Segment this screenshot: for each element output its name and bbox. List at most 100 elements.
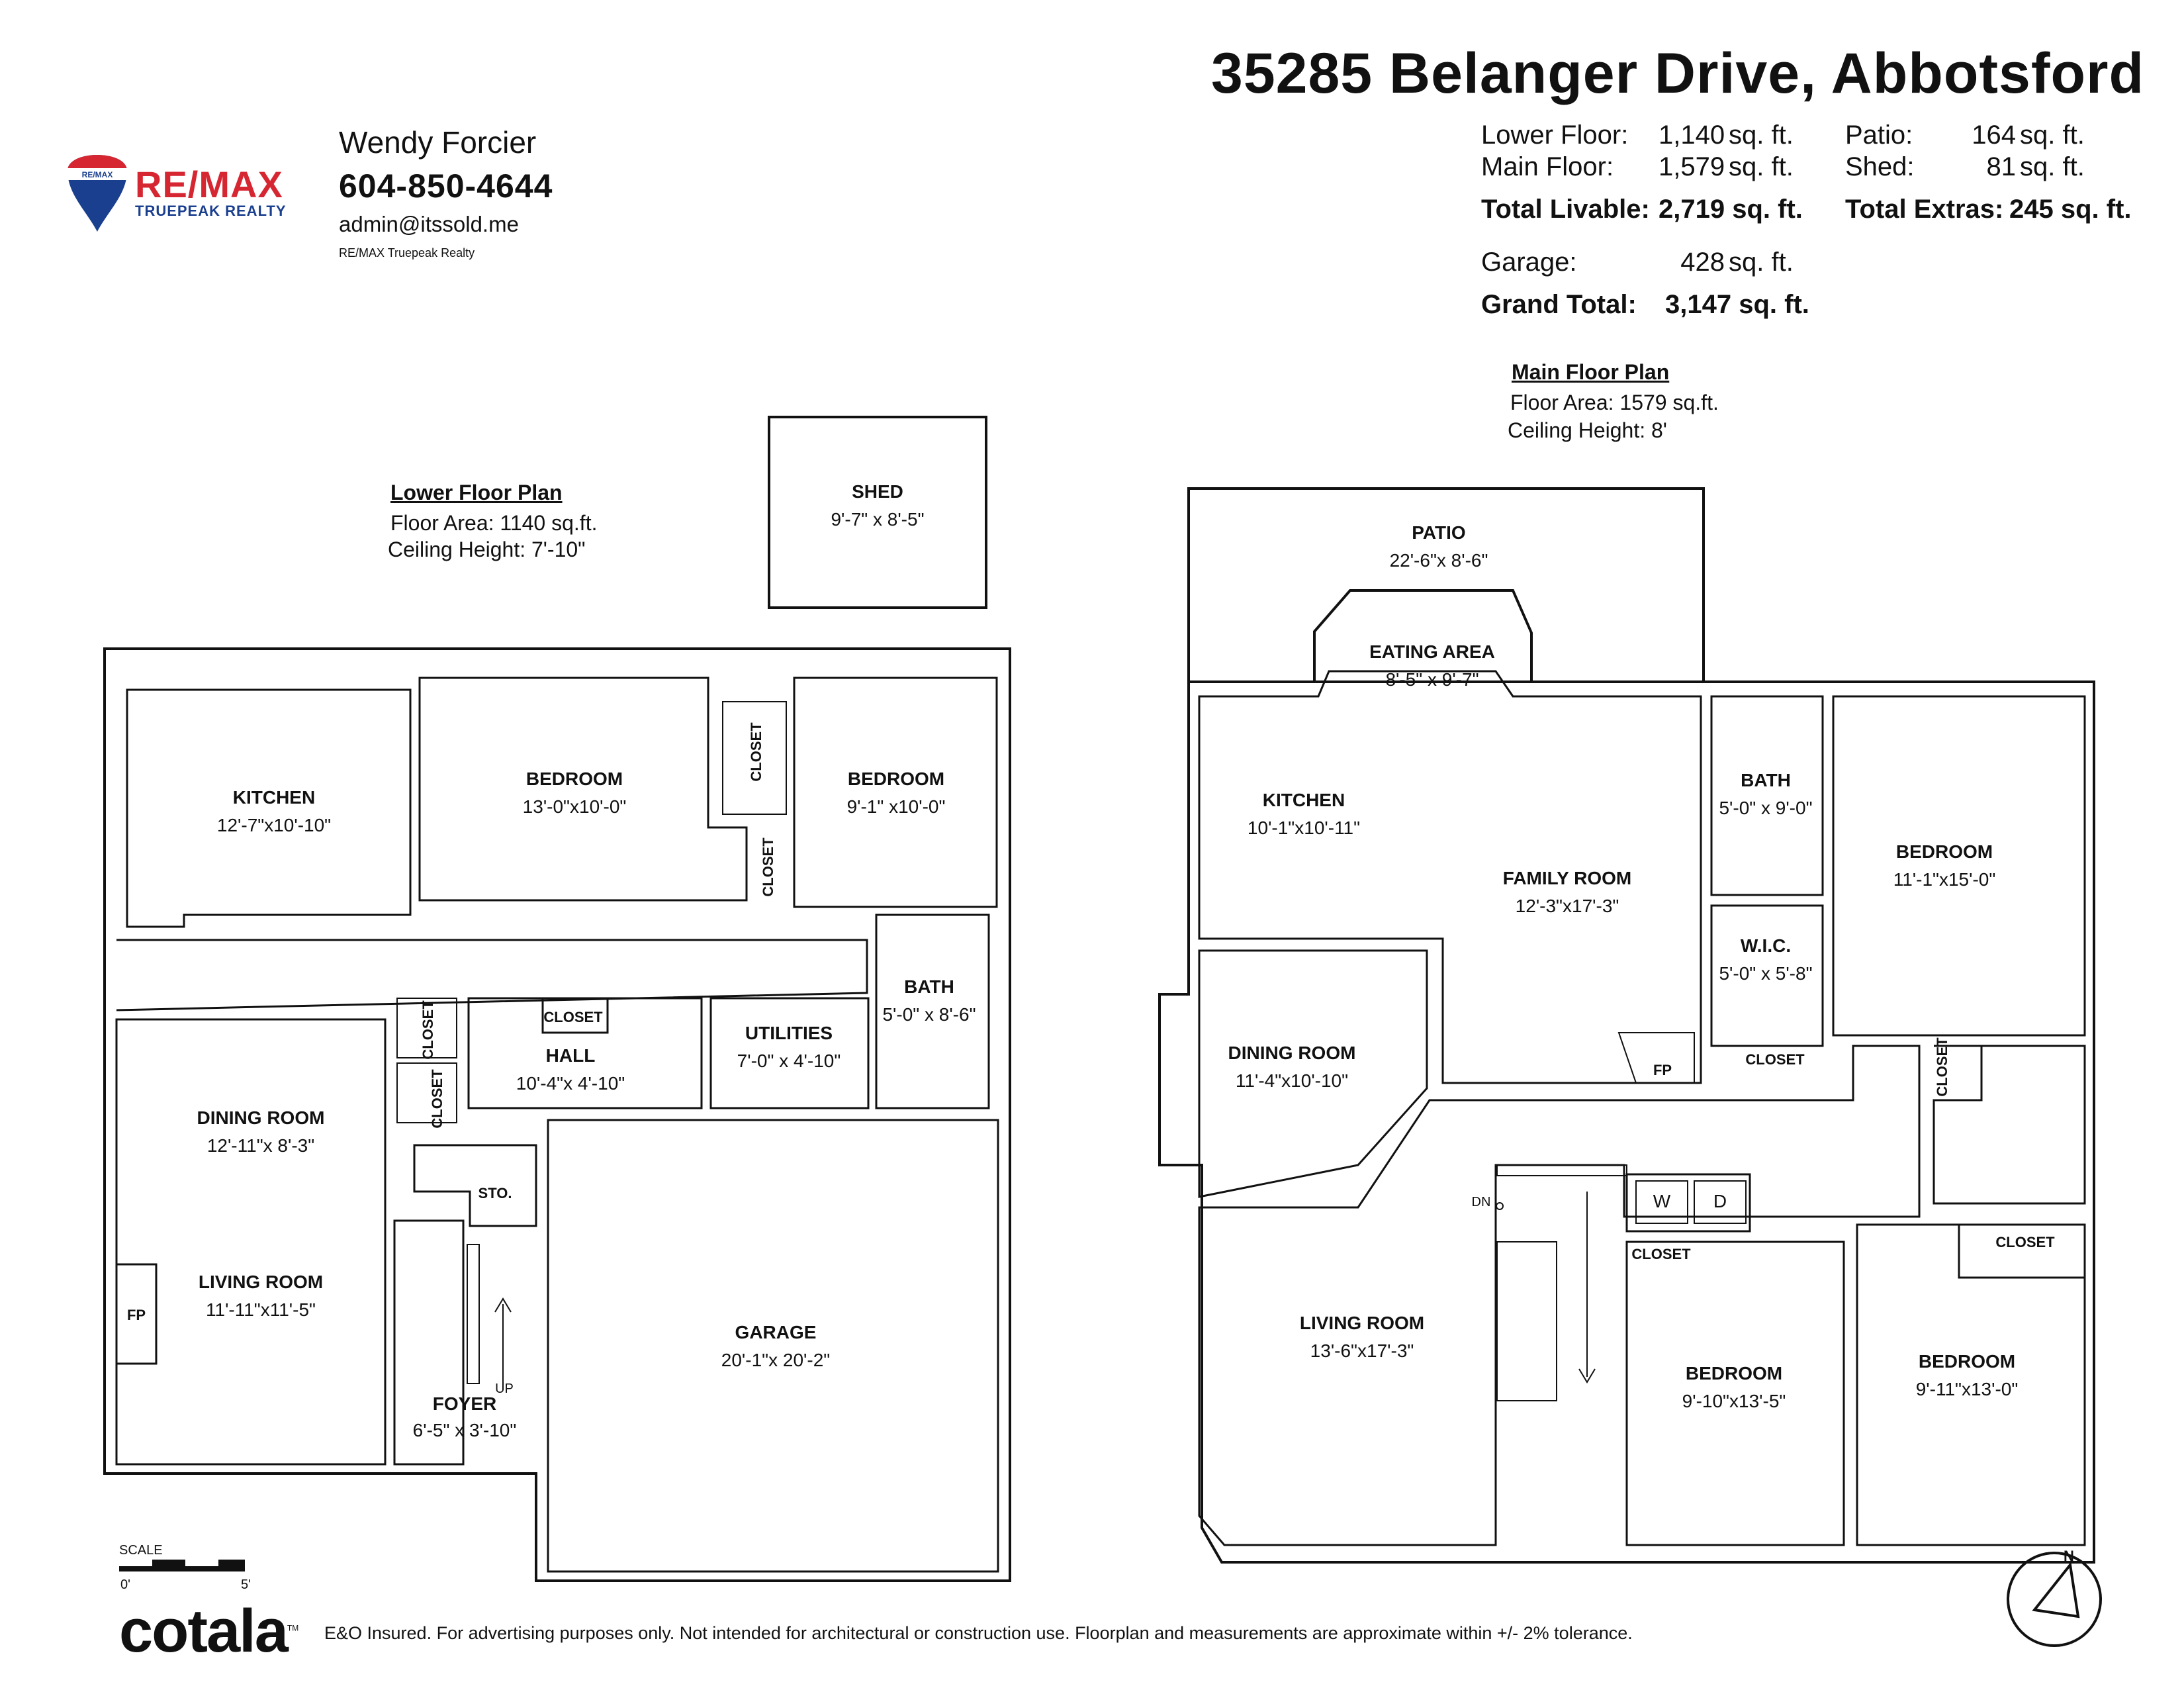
lower-hall-walls	[467, 997, 703, 1109]
main-plan-heading: Main Floor Plan	[1512, 360, 1670, 384]
lower-bedroom1-walls	[418, 677, 748, 902]
stat-main-unit: sq. ft.	[1729, 152, 1794, 181]
lower-fireplace	[116, 1263, 158, 1365]
label-main-eating: EATING AREA	[1369, 641, 1495, 662]
dim-main-bedroom2: 9'-10"x13'-5"	[1682, 1391, 1786, 1411]
dim-main-family: 12'-3"x17'-3"	[1516, 896, 1619, 916]
remax-logo: RE/MAX RE/MAX TRUEPEAK REALTY	[61, 144, 312, 237]
main-laundry-walls	[1625, 1173, 1751, 1233]
dim-main-living: 13'-6"x17'-3"	[1310, 1340, 1414, 1361]
lower-floor-plan: SHED 9'-7" x 8'-5" KITCHEN 12'-7"x10'-10…	[103, 416, 1011, 1582]
lower-kitchen-walls	[126, 688, 412, 928]
stat-garage-value: 428	[1680, 248, 1725, 277]
main-dining-walls	[1198, 949, 1428, 1198]
stat-shed-label: Shed:	[1845, 152, 1915, 181]
dim-main-bedroom3: 9'-11"x13'-0"	[1916, 1379, 2019, 1399]
label-lower-fp: FP	[127, 1307, 146, 1323]
lower-utilities-walls	[709, 997, 870, 1109]
lower-closet-a	[396, 998, 457, 1058]
main-plan-ceiling: Ceiling Height: 8'	[1508, 418, 1667, 442]
stat-main-label: Main Floor:	[1481, 152, 1614, 181]
label-main-dn: DN	[1472, 1195, 1491, 1209]
main-stair-rail-top	[1496, 1164, 1627, 1176]
lower-bath-walls	[875, 914, 990, 1109]
stat-main-value: 1,579	[1659, 152, 1725, 181]
main-bath-walls	[1710, 695, 1824, 896]
dim-main-bath: 5'-0" x 9'-0"	[1719, 798, 1812, 818]
agent-phone: 604-850-4644	[339, 167, 553, 205]
lower-garage-walls	[547, 1119, 999, 1573]
dim-lower-shed: 9'-7" x 8'-5"	[831, 509, 924, 530]
lower-plan-heading: Lower Floor Plan	[390, 481, 563, 504]
dim-main-eating: 8'-5" x 9'-7"	[1385, 669, 1479, 690]
cotala-wordmark: cotala	[119, 1597, 289, 1665]
main-bedroom3-walls	[1856, 1223, 2086, 1546]
main-living-walls	[1198, 1045, 1921, 1546]
label-main-closet-laundry: CLOSET	[1631, 1246, 1691, 1262]
label-lower-closet-b: CLOSET	[429, 1069, 445, 1129]
stat-patio-value: 164	[1972, 120, 2016, 150]
main-bedroom1-walls	[1832, 695, 2086, 1037]
dim-lower-bath: 5'-0" x 8'-6"	[882, 1004, 976, 1025]
label-main-family: FAMILY ROOM	[1503, 868, 1631, 888]
lower-storage-walls	[413, 1144, 537, 1227]
main-washer	[1635, 1180, 1688, 1224]
label-lower-closet-a: CLOSET	[420, 1000, 436, 1060]
label-main-bedroom1: BEDROOM	[1896, 841, 1993, 862]
dim-lower-kitchen: 12'-7"x10'-10"	[217, 815, 331, 835]
label-main-living: LIVING ROOM	[1300, 1313, 1424, 1333]
stat-grand-value: 3,147 sq. ft.	[1665, 290, 1809, 319]
label-lower-closet-hall: CLOSET	[543, 1009, 603, 1025]
agent-email: admin@itssold.me	[339, 212, 519, 236]
main-kitchen-family-walls	[1198, 670, 1702, 1084]
lower-corridor-walls	[116, 939, 868, 1011]
label-lower-sto: STO.	[478, 1185, 512, 1201]
dim-lower-bedroom2: 9'-1" x10'-0"	[847, 796, 946, 817]
cotala-trademark: TM	[287, 1623, 299, 1633]
label-main-dining: DINING ROOM	[1228, 1043, 1356, 1063]
lower-bedroom2-walls	[793, 677, 998, 908]
dim-lower-dining: 12'-11"x 8'-3"	[207, 1135, 314, 1156]
lower-living-dining-walls	[115, 1018, 387, 1466]
stat-shed-unit: sq. ft.	[2020, 152, 2085, 181]
stat-patio-unit: sq. ft.	[2020, 120, 2085, 150]
lower-stair-arrow-head	[494, 1297, 512, 1313]
agent-name: Wendy Forcier	[339, 125, 537, 160]
stat-shed-value: 81	[1986, 152, 2017, 181]
label-lower-utilities: UTILITIES	[745, 1023, 833, 1043]
label-lower-shed: SHED	[852, 481, 903, 502]
compass-icon: N	[2007, 1548, 2102, 1647]
dim-main-wic: 5'-0" x 5'-8"	[1719, 963, 1812, 984]
lower-plan-ceiling: Ceiling Height: 7'-10"	[388, 538, 586, 561]
label-lower-hall: HALL	[546, 1045, 596, 1066]
stat-garage-label: Garage:	[1481, 248, 1577, 277]
stat-extras-value: 245 sq. ft.	[2009, 195, 2132, 224]
compass-north: N	[2064, 1548, 2074, 1564]
stat-garage-unit: sq. ft.	[1729, 248, 1794, 277]
main-plan-area: Floor Area: 1579 sq.ft.	[1510, 391, 1719, 414]
label-main-closet-hall: CLOSET	[1745, 1051, 1805, 1068]
lower-exterior-wall	[103, 647, 1011, 1582]
main-dryer	[1694, 1180, 1747, 1224]
scale-label: SCALE	[119, 1543, 163, 1558]
lower-closet-b	[396, 1062, 457, 1123]
stat-lower-label: Lower Floor:	[1481, 120, 1629, 150]
stat-patio-label: Patio:	[1845, 120, 1913, 150]
label-main-closet-right: CLOSET	[1934, 1037, 1950, 1097]
label-lower-bedroom2: BEDROOM	[848, 769, 944, 789]
label-main-washer: W	[1653, 1191, 1671, 1211]
agent-office: RE/MAX Truepeak Realty	[339, 246, 475, 259]
label-lower-dining: DINING ROOM	[197, 1107, 325, 1128]
stat-lower-unit: sq. ft.	[1729, 120, 1794, 150]
label-main-patio: PATIO	[1412, 522, 1465, 543]
stat-grand-label: Grand Total:	[1481, 290, 1637, 319]
dim-lower-utilities: 7'-0" x 4'-10"	[737, 1051, 841, 1071]
main-fireplace	[1617, 1032, 1695, 1084]
label-lower-living: LIVING ROOM	[199, 1272, 323, 1292]
lower-shed-outline	[768, 416, 987, 609]
stat-lower-value: 1,140	[1659, 120, 1725, 150]
label-main-closet-bed3: CLOSET	[1995, 1234, 2055, 1250]
dim-main-bedroom1: 11'-1"x15'-0"	[1893, 869, 1996, 890]
label-lower-closet-c: CLOSET	[748, 722, 764, 782]
